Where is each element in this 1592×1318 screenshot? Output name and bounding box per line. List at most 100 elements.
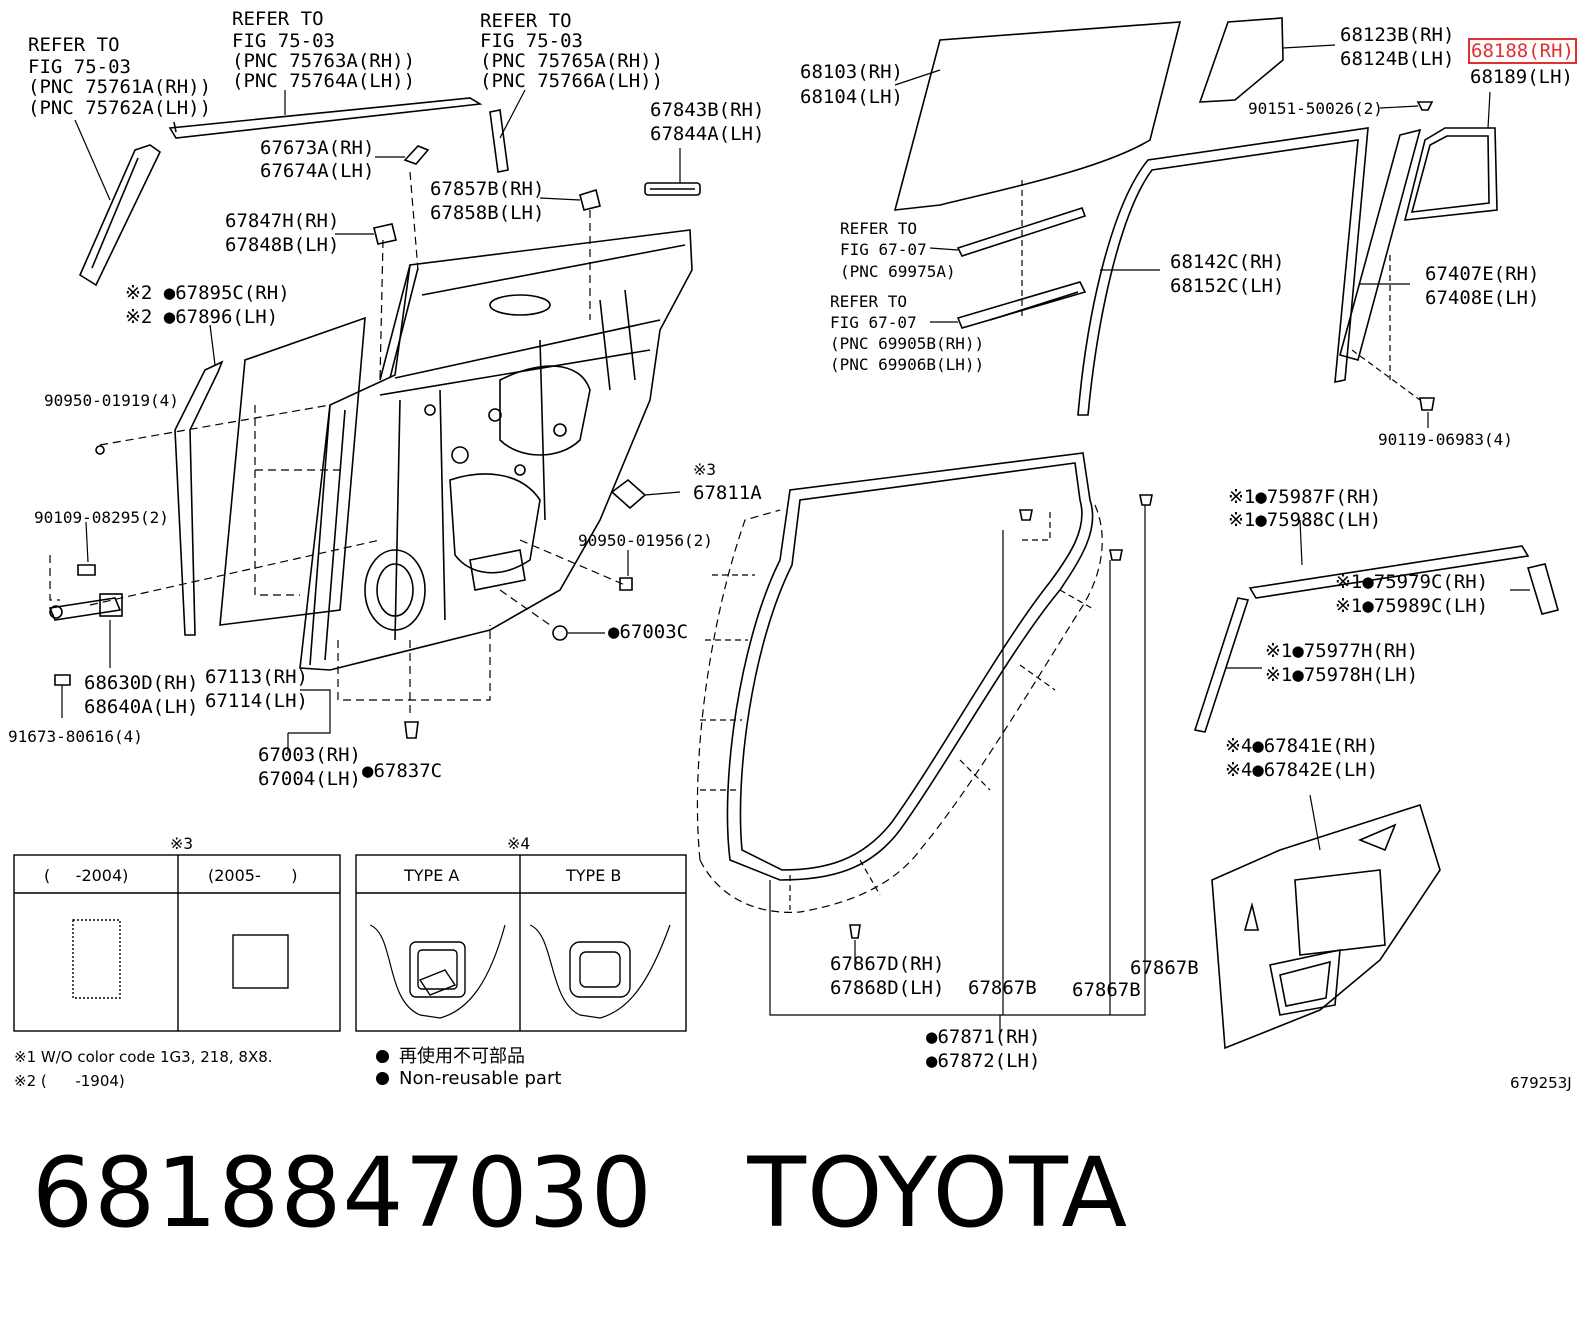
part-67867b-1: 67867B: [968, 977, 1037, 999]
bullet-icon: [376, 1050, 389, 1063]
molding-75987: [1248, 545, 1530, 599]
refer-e-1: REFER TO: [830, 292, 908, 311]
refer-c-4: (PNC 75766A(LH)): [480, 70, 664, 92]
refer-e-2: FIG 67-07: [830, 313, 917, 332]
part-67674: 67674A(LH): [260, 160, 375, 182]
part-68124: 68124B(LH): [1340, 48, 1455, 70]
clip-67867d: [849, 924, 861, 939]
part-90950-01956: 90950-01956(2): [578, 531, 713, 550]
refer-d-1: REFER TO: [840, 219, 918, 238]
door-weatherstrip: [726, 452, 1094, 881]
weatherstrip-dash-outline: [696, 504, 1103, 913]
note-1: ※1 W/O color code 1G3, 218, 8X8.: [14, 1048, 273, 1066]
refer-a-3: (PNC 75761A(RH)): [28, 76, 212, 98]
door-glass: [893, 21, 1182, 211]
part-68640: 68640A(LH): [84, 696, 199, 718]
weatherstrip-brackets: [769, 505, 1146, 1035]
screw-90950-01919: [95, 445, 105, 455]
part-67871: ●67871(RH): [926, 1026, 1041, 1048]
bolt-91673: [54, 674, 71, 718]
part-67867b-3: 67867B: [1130, 957, 1199, 979]
part-67868d: 67868D(LH): [830, 977, 945, 999]
refer-b-4: (PNC 75764A(LH)): [232, 70, 416, 92]
refer-e-4: (PNC 69906B(LH)): [830, 355, 985, 374]
refer-d-3: (PNC 69975A): [840, 262, 956, 281]
part-67004: 67004(LH): [258, 768, 361, 790]
table4-col1: TYPE A: [404, 866, 460, 885]
refer-a-1: REFER TO: [28, 34, 120, 56]
refer-d-2: FIG 67-07: [840, 240, 927, 259]
part-75977: ※1●75977H(RH): [1265, 640, 1419, 662]
bolt-90109: [77, 521, 96, 576]
part-68104: 68104(LH): [800, 86, 903, 108]
table3-mark: ※3: [170, 834, 194, 853]
part-67843: 67843B(RH): [650, 99, 765, 121]
service-hole-cover: [219, 316, 366, 626]
clip-90950-01956: [619, 577, 633, 591]
refer-b-1: REFER TO: [232, 8, 324, 30]
quarter-glass: [1198, 17, 1284, 103]
part-67114: 67114(LH): [205, 690, 308, 712]
refer-a-2: FIG 75-03: [28, 56, 131, 78]
part-67896: ※2 ●67896(LH): [125, 306, 279, 328]
table-mark3: [13, 854, 341, 1032]
part-67003: 67003(RH): [258, 744, 361, 766]
refer-b-2: FIG 75-03: [232, 30, 335, 52]
part-75988: ※1●75988C(LH): [1228, 509, 1382, 531]
molding-69905: [956, 281, 1087, 329]
door-panel: [299, 229, 693, 671]
clip-67673: [403, 145, 430, 165]
table3-col1: ( -2004): [44, 866, 129, 885]
bullet-icon: [376, 1072, 389, 1085]
part-68188-highlight: 68188(RH): [1468, 38, 1577, 64]
clip-67867b-b: [1139, 494, 1153, 506]
note-2: ※2 ( -1904): [14, 1072, 125, 1090]
part-68103: 68103(RH): [800, 61, 903, 83]
refer-c-1: REFER TO: [480, 10, 572, 32]
part-67895: ※2 ●67895C(RH): [125, 282, 290, 304]
part-67113: 67113(RH): [205, 666, 308, 688]
part-68189: 68189(LH): [1470, 66, 1573, 88]
door-check: [48, 593, 123, 621]
refer-b-3: (PNC 75763A(RH)): [232, 50, 416, 72]
screw-90119: [1419, 397, 1435, 411]
part-number-title: 6818847030 TOYOTA: [32, 1137, 1129, 1249]
part-67003c: ●67003C: [608, 621, 689, 643]
refer-c-2: FIG 75-03: [480, 30, 583, 52]
quarter-frame-68188: [1403, 127, 1498, 221]
screw-90151: [1416, 101, 1434, 111]
part-67837: ●67837C: [362, 760, 443, 782]
part-67847: 67847H(RH): [225, 210, 340, 232]
legend-jp-text: 再使用不可部品: [399, 1046, 525, 1067]
figure-code: 679253J: [1510, 1074, 1572, 1092]
run-channel-68142: [1077, 127, 1369, 416]
refer-a-4: (PNC 75762A(LH)): [28, 97, 212, 119]
garnish-75977: [1193, 597, 1250, 733]
part-68188: 68188(RH): [1468, 38, 1577, 64]
legend-en: Non-reusable part: [376, 1068, 561, 1089]
part-67408: 67408E(LH): [1425, 287, 1540, 309]
part-67673: 67673A(RH): [260, 137, 375, 159]
weatherstrip-67895: [174, 360, 224, 636]
table4-mark: ※4: [507, 834, 531, 853]
refer-e-3: (PNC 69905B(RH)): [830, 334, 985, 353]
clip-67857: [579, 188, 601, 211]
mark-67811: ※3: [693, 460, 717, 479]
legend-jp: 再使用不可部品: [376, 1042, 525, 1068]
part-67841: ※4●67841E(RH): [1225, 735, 1379, 757]
table-mark4: [355, 854, 687, 1032]
pad-67811: [610, 478, 647, 510]
clip-67867b-a: [1019, 509, 1033, 521]
molding-69975: [956, 207, 1087, 257]
pillar-garnish-left: [78, 144, 162, 287]
part-68142: 68142C(RH): [1170, 251, 1285, 273]
part-67872: ●67872(LH): [926, 1050, 1041, 1072]
part-75989: ※1●75989C(LH): [1335, 595, 1489, 617]
pillar-garnish-small: [489, 109, 509, 173]
part-67857: 67857B(RH): [430, 178, 545, 200]
part-67867d: 67867D(RH): [830, 953, 945, 975]
garnish-75979: [1526, 563, 1559, 615]
clip-67837c: [404, 721, 419, 739]
part-90109: 90109-08295(2): [34, 508, 169, 527]
